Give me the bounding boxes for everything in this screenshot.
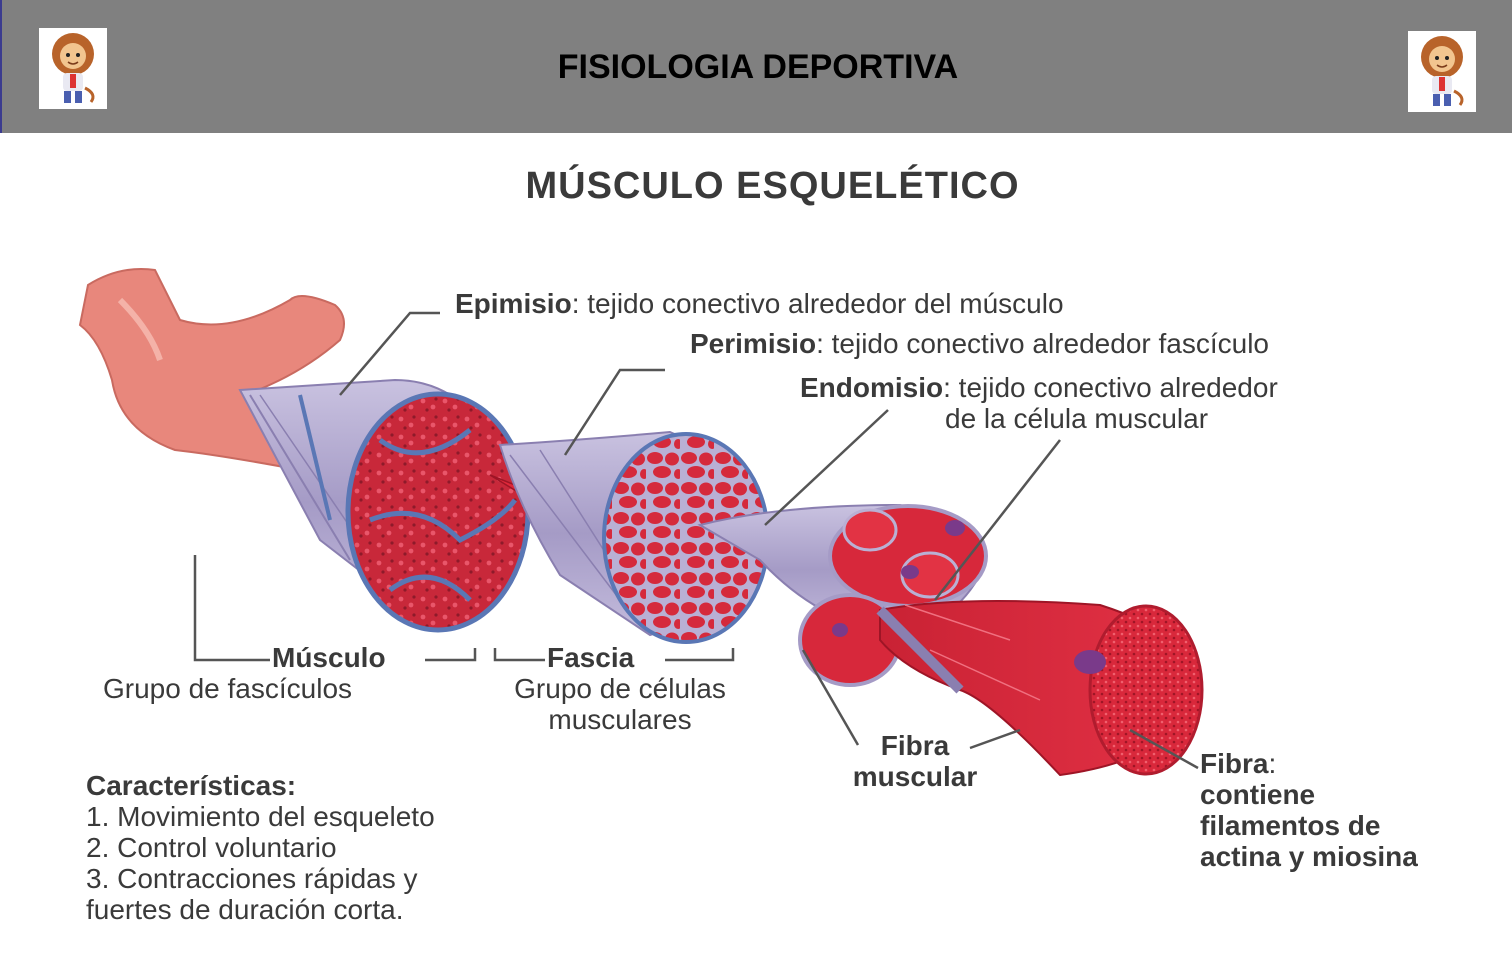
label-endomisio: Endomisio: tejido conectivo alrededor: [800, 372, 1278, 403]
characteristics-item: 3. Contracciones rápidas y: [86, 863, 418, 894]
page-title: FISIOLOGIA DEPORTIVA: [557, 48, 959, 86]
label-fibra-colon: :: [1268, 748, 1277, 779]
label-fibra-term: Fibra: [1200, 748, 1269, 779]
label-fascia-desc-2: musculares: [548, 704, 692, 735]
lion-mascot-icon: [39, 28, 107, 109]
lion-mascot-icon-right: [1408, 31, 1476, 112]
label-endomisio-term: Endomisio: [800, 372, 944, 403]
label-endomisio-desc-1: : tejido conectivo alrededor: [943, 372, 1278, 403]
label-perimisio-term: Perimisio: [690, 328, 817, 359]
label-fibra-desc-3: actina y miosina: [1200, 841, 1418, 872]
label-epimisio-desc: : tejido conectivo alrededor del músculo: [571, 288, 1064, 319]
characteristics-block: Características: 1. Movimiento del esque…: [86, 770, 435, 925]
label-perimisio: Perimisio: tejido conectivo alrededor fa…: [690, 328, 1269, 359]
label-musculo-desc: Grupo de fascículos: [103, 673, 353, 704]
characteristics-item: 2. Control voluntario: [86, 832, 337, 863]
label-epimisio: Epimisio: tejido conectivo alrededor del…: [455, 288, 1064, 319]
header-bar: FISIOLOGIA DEPORTIVA: [0, 0, 1512, 133]
label-fibra-desc-1: contiene: [1200, 779, 1316, 810]
characteristics-heading: Características:: [86, 770, 297, 801]
label-perimisio-desc: : tejido conectivo alrededor fascículo: [816, 328, 1269, 359]
label-fibra-muscular-2: muscular: [852, 761, 978, 792]
label-fascia-desc: Grupo de células musculares: [470, 673, 770, 735]
label-fibra-desc-2: filamentos de: [1200, 810, 1381, 841]
label-musculo-term: Músculo: [272, 642, 386, 673]
diagram-title: MÚSCULO ESQUELÉTICO: [525, 165, 1020, 207]
label-epimisio-term: Epimisio: [455, 288, 572, 319]
characteristics-item: 1. Movimiento del esqueleto: [86, 801, 435, 832]
label-fibra-muscular: Fibra muscular: [820, 730, 1010, 792]
label-endomisio-line2: de la célula muscular: [945, 403, 1209, 434]
label-fascia-term: Fascia: [547, 642, 635, 673]
label-fibra: Fibra: contiene filamentos de actina y m…: [1200, 748, 1418, 872]
label-fibra-muscular-1: Fibra: [880, 730, 950, 761]
label-fascia-desc-1: Grupo de células: [514, 673, 726, 704]
characteristics-item: fuertes de duración corta.: [86, 894, 404, 925]
